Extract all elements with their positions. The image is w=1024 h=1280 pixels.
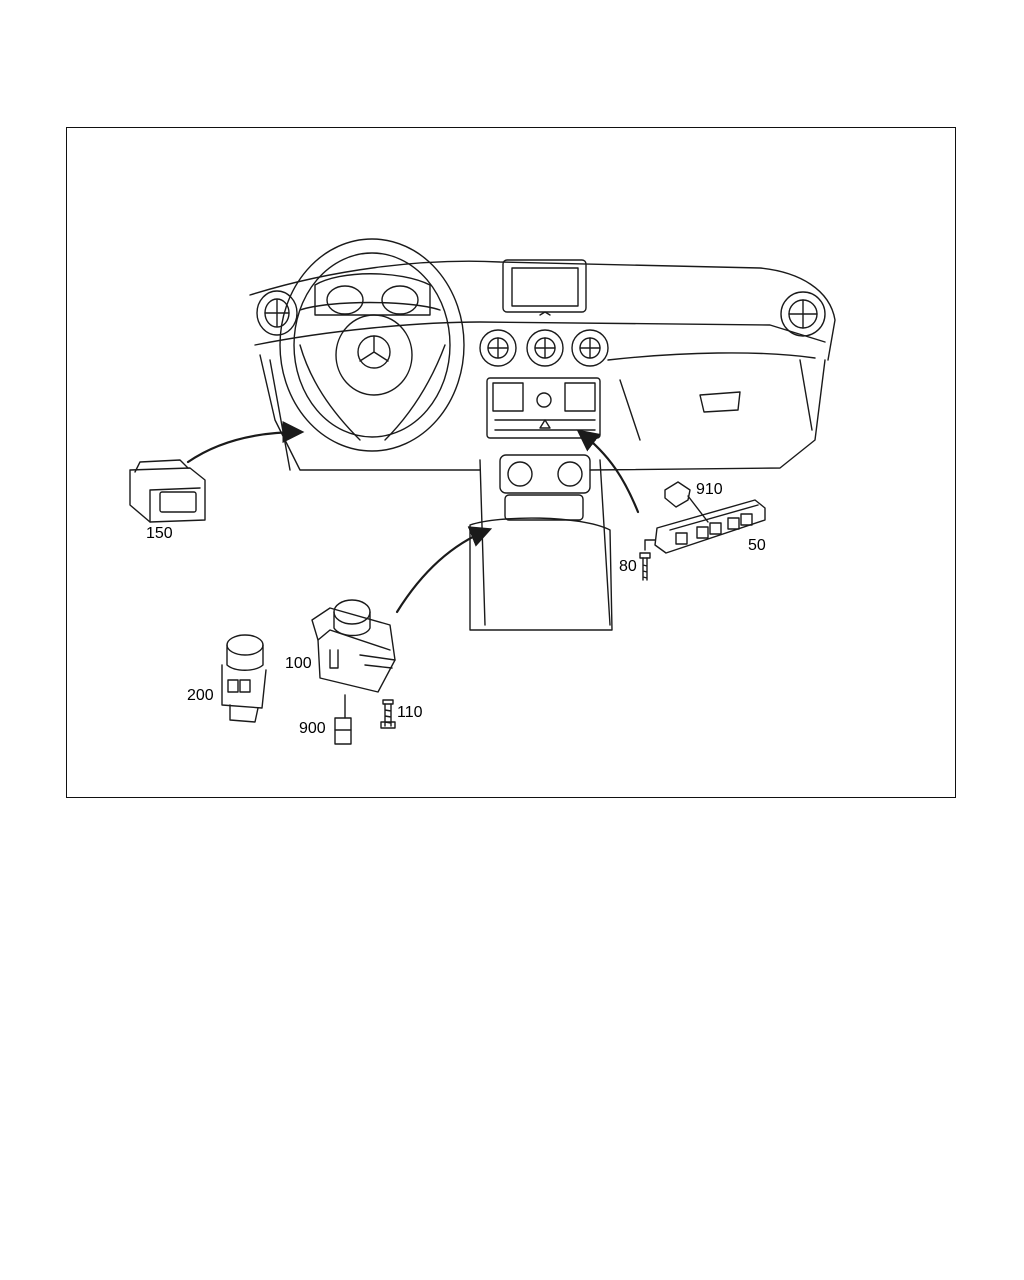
part-150-switch-block [129, 459, 206, 523]
mercedes-star-emblem [357, 335, 391, 369]
callout-910: 910 [696, 481, 723, 498]
glovebox-handle [699, 391, 741, 413]
steering-wheel [279, 238, 465, 452]
callout-110: 110 [397, 704, 423, 721]
arrow-100 [395, 526, 493, 614]
callout-100: 100 [285, 655, 312, 672]
part-80-screw [639, 539, 656, 581]
infotainment-display [502, 259, 587, 316]
callout-200: 200 [187, 687, 214, 704]
part-110-screw [380, 699, 396, 729]
part-910-connector [664, 481, 709, 523]
callout-50: 50 [748, 537, 766, 554]
callout-900: 900 [299, 720, 326, 737]
center-air-vents [479, 329, 609, 367]
instrument-cluster [314, 273, 431, 316]
part-900-clip [334, 694, 352, 745]
part-50-switch-strip [654, 499, 766, 554]
dashboard-outline [249, 260, 836, 471]
center-console-radio-panel [486, 377, 601, 439]
callout-80: 80 [619, 558, 637, 575]
lower-center-console [469, 454, 613, 631]
diagram-frame [66, 127, 956, 798]
part-200-knob-switch [221, 634, 267, 723]
right-air-vent [780, 291, 826, 337]
left-air-vent [256, 290, 298, 336]
callout-150: 150 [146, 525, 173, 542]
arrow-50 [576, 429, 640, 514]
part-100-controller-knob [311, 599, 396, 693]
arrow-150 [186, 421, 305, 464]
